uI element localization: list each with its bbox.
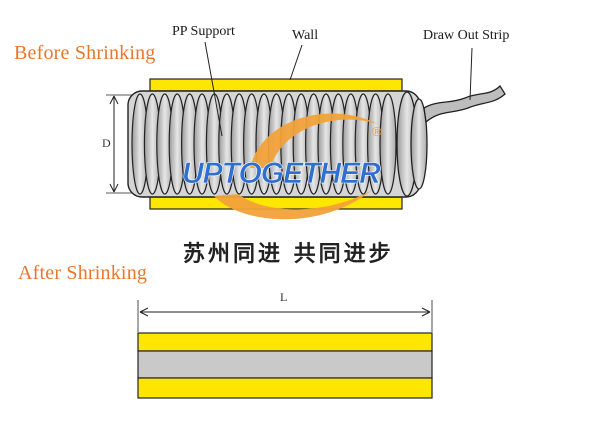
dimension-l-arrow-left: [139, 307, 149, 317]
before-shrinking-heading: Before Shrinking: [14, 42, 156, 64]
logo-text: UPTOGETHER: [182, 157, 381, 190]
draw-strip-leader: [469, 47, 473, 101]
logo-swoosh-bottom: [214, 190, 372, 220]
pp-support-leader: [204, 41, 223, 137]
dimension-l-label: L: [280, 290, 288, 304]
wall-label: Wall: [292, 28, 319, 43]
after-shrinking-heading: After Shrinking: [18, 262, 148, 284]
coil-end-right-2: [410, 98, 428, 190]
logo-registered-mark: ®: [372, 124, 382, 139]
draw-out-strip: [423, 84, 506, 124]
dimension-d-label: D: [102, 136, 111, 150]
company-slogan: 苏州同进 共同进步: [183, 242, 394, 267]
draw-out-strip-label: Draw Out Strip: [423, 28, 510, 43]
dimension-d-arrow-bottom: [109, 183, 119, 193]
dimension-d-arrow-top: [109, 95, 119, 105]
wall-bottom-strip: [149, 196, 403, 210]
logo-swoosh-top: [250, 113, 378, 168]
dimension-l-arrow-right: [421, 307, 431, 317]
shrunk-core: [137, 350, 433, 379]
pp-support-label: PP Support: [172, 24, 235, 39]
shrunk-wall-top: [137, 332, 433, 352]
coil-winding: [379, 93, 397, 195]
shrunk-wall-bottom: [137, 377, 433, 399]
wall-leader: [289, 44, 303, 81]
wall-top-strip: [149, 78, 403, 92]
pp-support-coils: [131, 93, 397, 195]
